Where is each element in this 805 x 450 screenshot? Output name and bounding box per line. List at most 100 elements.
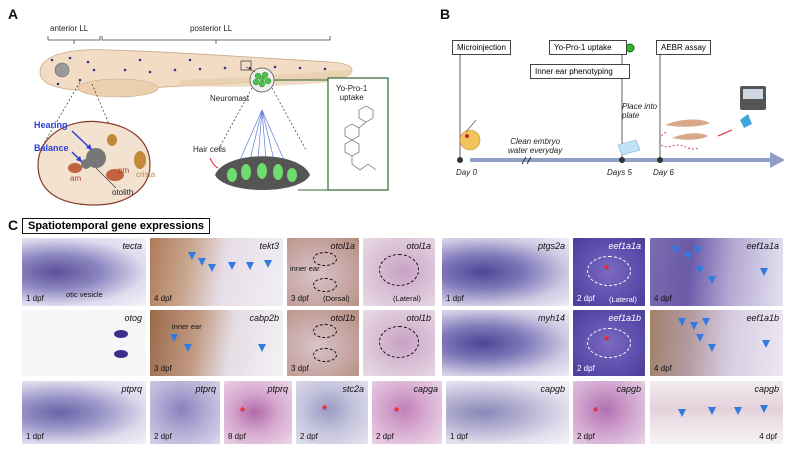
tile-ptgs2a: ptgs2a 1 dpf — [442, 238, 569, 306]
gene-name: otol1a — [330, 241, 355, 251]
gene-name: eef1a1b — [746, 313, 779, 323]
star-icon: * — [322, 402, 328, 417]
arrowhead-icon — [198, 258, 206, 266]
ear-outline — [379, 326, 419, 358]
arrowhead-icon — [672, 246, 680, 254]
panel-a-label: A — [8, 6, 19, 22]
tile-eef1a1b-lateral: eef1a1b * 2 dpf — [573, 310, 645, 376]
tile-eef1a1b: eef1a1b 4 dpf — [650, 310, 783, 376]
tile-otol1a-lateral: otol1a (Lateral) — [363, 238, 435, 306]
tile-eef1a1a: eef1a1a 4 dpf — [650, 238, 783, 306]
anterior-ll-label: anterior LL — [50, 24, 89, 33]
age-label: 2 dpf — [577, 294, 595, 303]
expression-spot — [114, 330, 128, 338]
arrowhead-icon — [678, 318, 686, 326]
yopro-box: Yo-Pro-1 uptake — [549, 40, 627, 55]
age-label: 3 dpf — [291, 294, 309, 303]
tile-capgb-4dpf: capgb 4 dpf — [650, 381, 783, 444]
gene-name: ptprq — [267, 384, 288, 394]
arrowhead-icon — [708, 407, 716, 415]
age-label: 3 dpf — [154, 364, 172, 373]
tile-ptprq-1dpf: ptprq 1 dpf — [22, 381, 146, 444]
age-label: 1 dpf — [450, 432, 468, 441]
gene-name: eef1a1a — [608, 241, 641, 251]
arrowhead-icon — [696, 334, 704, 342]
tile-eef1a1a-lateral: eef1a1a * 2 dpf (Lateral) — [573, 238, 645, 306]
age-label: 2 dpf — [154, 432, 172, 441]
age-label: 2 dpf — [376, 432, 394, 441]
inner-ear-label: inner ear — [172, 322, 202, 331]
ear-outline — [587, 256, 631, 286]
age-label: 4 dpf — [154, 294, 172, 303]
arrowhead-icon — [762, 340, 770, 348]
hearing-label: Hearing — [34, 120, 68, 130]
gene-name: ptprq — [121, 384, 142, 394]
arrowhead-icon — [246, 262, 254, 270]
ear-outline — [587, 328, 631, 358]
arrowhead-icon — [708, 276, 716, 284]
otic-vesicle-label: otic vesicle — [66, 290, 103, 299]
arrowhead-icon — [690, 322, 698, 330]
tile-stc2a: stc2a * 2 dpf — [296, 381, 368, 444]
age-label: 2 dpf — [300, 432, 318, 441]
arrowhead-icon — [734, 407, 742, 415]
gene-name: tecta — [122, 241, 142, 251]
ear-outline — [313, 278, 337, 292]
tile-myh14: myh14 — [442, 310, 569, 376]
age-label: 4 dpf — [654, 294, 672, 303]
crista-label: crista — [136, 170, 156, 179]
days5-label: Days 5 — [607, 168, 632, 177]
panel-a-illustration — [37, 36, 389, 206]
star-icon: * — [604, 262, 610, 277]
arrowhead-icon — [264, 260, 272, 268]
ear-outline — [379, 254, 419, 286]
arrowhead-icon — [760, 268, 768, 276]
view-label: (Dorsal) — [323, 294, 350, 303]
arrowhead-icon — [188, 252, 196, 260]
age-label: 1 dpf — [446, 294, 464, 303]
expression-spot — [114, 350, 128, 358]
view-label: (Lateral) — [393, 294, 421, 303]
tile-otol1b-lateral: otol1b — [363, 310, 435, 376]
age-label: 1 dpf — [26, 294, 44, 303]
tile-capgb-1dpf: capgb 1 dpf — [446, 381, 569, 444]
gene-name: capga — [413, 384, 438, 394]
inner-ear-box: Inner ear phenotyping — [530, 64, 630, 79]
star-icon: * — [604, 333, 610, 348]
tile-otol1a-dorsal: otol1a inner ear (Dorsal) 3 dpf — [287, 238, 359, 306]
panel-c-title: Spatiotemporal gene expressions — [22, 218, 211, 234]
tile-cabp2b: cabp2b inner ear 3 dpf — [150, 310, 283, 376]
arrowhead-icon — [208, 264, 216, 272]
gene-name: ptgs2a — [537, 241, 565, 251]
age-label: 2 dpf — [577, 364, 595, 373]
neuromast-label: Neuromast — [210, 94, 250, 103]
gene-name: cabp2b — [249, 313, 279, 323]
arrowhead-icon — [258, 344, 266, 352]
tile-tekt3: tekt3 4 dpf — [150, 238, 283, 306]
tile-capga: capga * 2 dpf — [372, 381, 442, 444]
panel-b-timeline — [457, 43, 785, 168]
gene-name: eef1a1b — [608, 313, 641, 323]
view-label: (Lateral) — [609, 295, 637, 304]
age-label: 4 dpf — [654, 364, 672, 373]
arrowhead-icon — [170, 334, 178, 342]
gene-name: myh14 — [537, 313, 565, 323]
arrowhead-icon — [702, 318, 710, 326]
ear-outline — [313, 348, 337, 362]
arrowhead-icon — [694, 246, 702, 254]
microinjection-box: Microinjection — [452, 40, 511, 55]
inner-ear-label: inner ear — [290, 264, 320, 273]
gene-name: otog — [124, 313, 142, 323]
gene-name: tekt3 — [259, 241, 279, 251]
gene-name: capgb — [540, 384, 565, 394]
ear-outline — [313, 324, 337, 338]
gene-name: capgb — [616, 384, 641, 394]
age-label: 3 dpf — [291, 364, 309, 373]
gene-name: stc2a — [342, 384, 364, 394]
pm-label: pm — [118, 166, 130, 175]
place-plate-label: Place into plate — [622, 102, 658, 120]
gene-name: eef1a1a — [746, 241, 779, 251]
tile-ptprq-2dpf: ptprq 2 dpf — [150, 381, 220, 444]
age-label: 4 dpf — [759, 432, 777, 441]
gene-name: capgb — [754, 384, 779, 394]
